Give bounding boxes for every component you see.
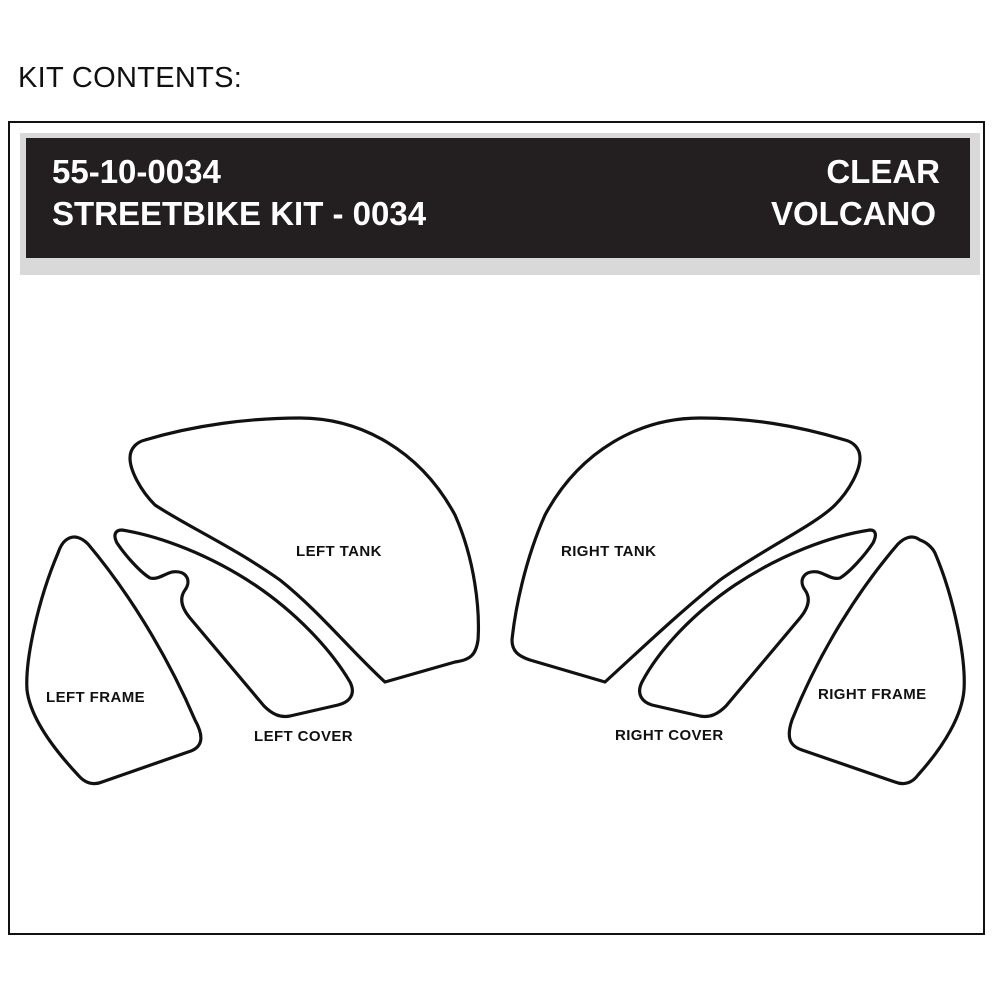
right-tank-piece [510, 416, 862, 684]
texture-label: VOLCANO [771, 195, 936, 232]
left-cover-piece [113, 528, 354, 719]
right-tank-label: RIGHT TANK [561, 543, 656, 560]
finish-label: CLEAR [826, 153, 940, 190]
left-tank-label: LEFT TANK [296, 543, 382, 560]
kit-contents-heading: KIT CONTENTS: [18, 62, 243, 94]
right-frame-label: RIGHT FRAME [818, 686, 927, 703]
right-cover-label: RIGHT COVER [615, 727, 724, 744]
kit-banner: 55-10-0034 STREETBIKE KIT - 0034 CLEAR V… [26, 138, 970, 258]
left-frame-label: LEFT FRAME [46, 689, 145, 706]
right-cover-piece [638, 528, 877, 719]
left-frame-piece [25, 535, 203, 786]
part-number: 55-10-0034 [52, 153, 221, 190]
left-cover-label: LEFT COVER [254, 728, 353, 745]
right-frame-piece [787, 535, 966, 786]
left-tank-piece [128, 416, 480, 684]
kit-name: STREETBIKE KIT - 0034 [52, 195, 427, 232]
